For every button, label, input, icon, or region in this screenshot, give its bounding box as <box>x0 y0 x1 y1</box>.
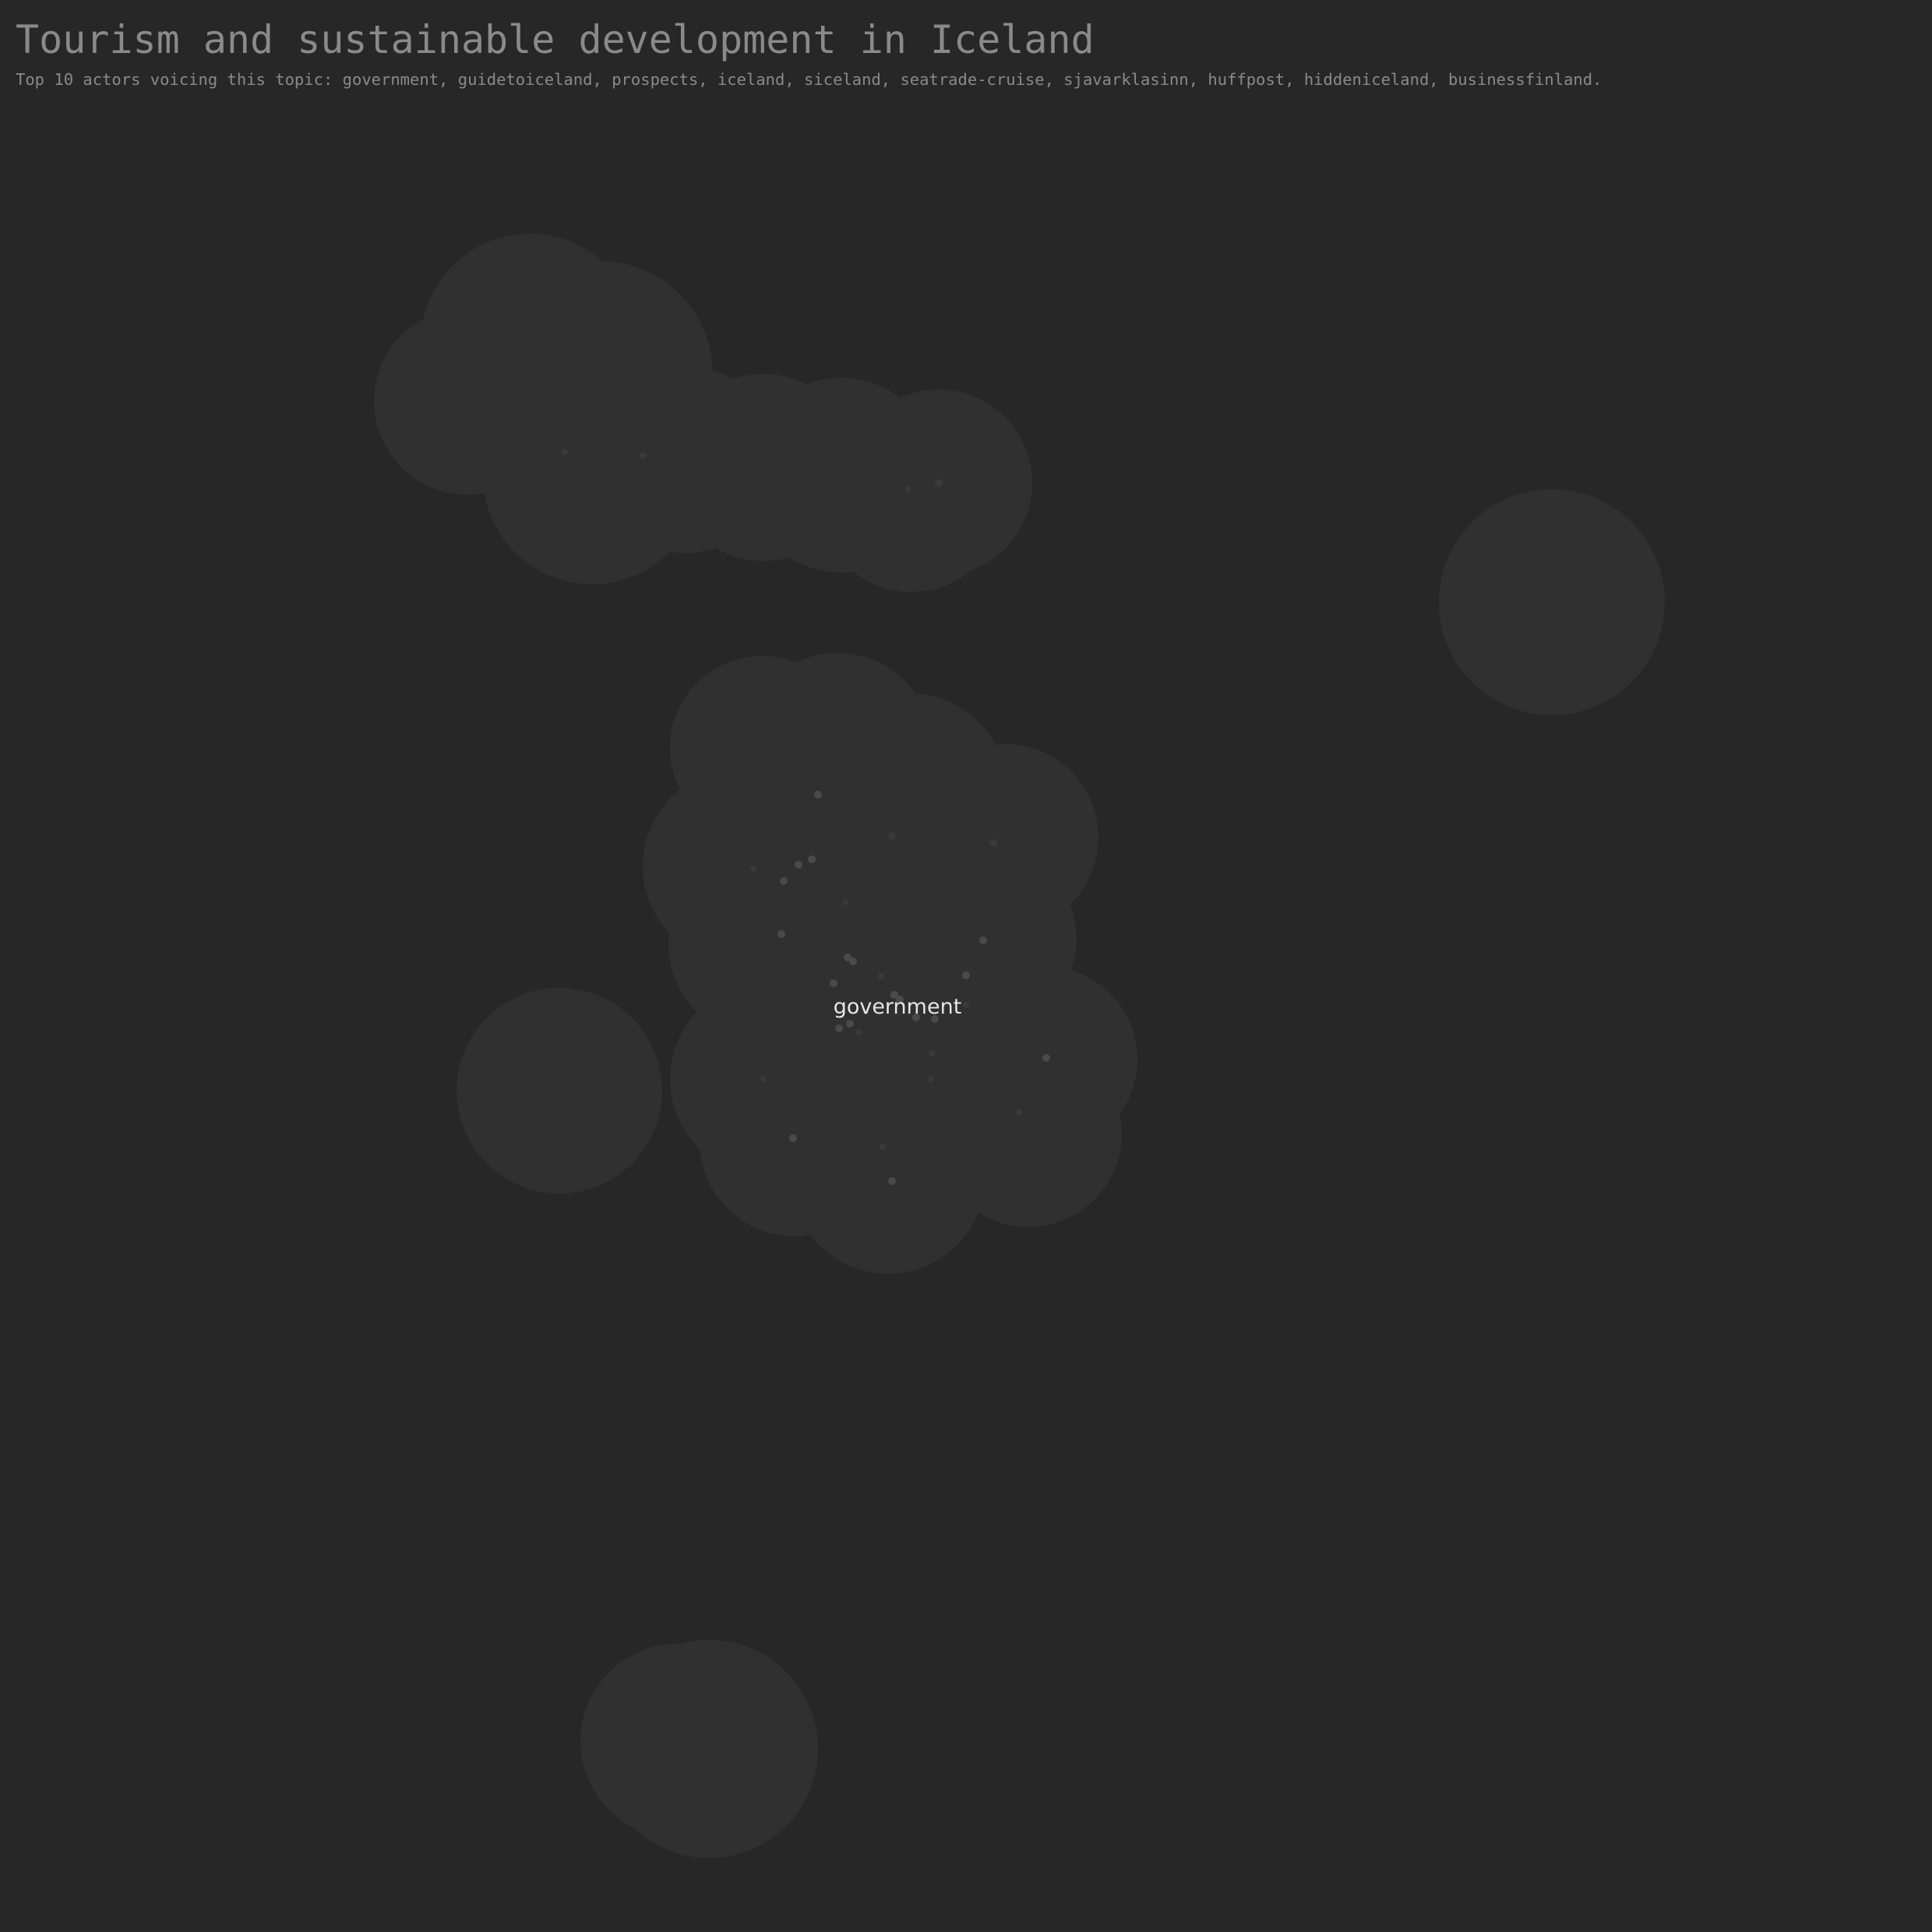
actor-node[interactable] <box>890 991 898 999</box>
actor-node[interactable] <box>760 1076 767 1082</box>
actor-node[interactable] <box>1016 1109 1022 1116</box>
page-title: Tourism and sustainable development in I… <box>16 17 1095 62</box>
actor-node[interactable] <box>928 1076 934 1082</box>
actor-node[interactable] <box>855 1029 862 1035</box>
actor-node[interactable] <box>935 479 943 487</box>
actor-node[interactable] <box>830 979 837 987</box>
actor-node[interactable] <box>912 1014 920 1021</box>
actor-node[interactable] <box>880 1144 886 1150</box>
actor-node[interactable] <box>929 1050 935 1056</box>
actor-node[interactable] <box>1042 1054 1050 1062</box>
cluster-blob <box>600 1640 818 1858</box>
cluster-right <box>1439 489 1665 715</box>
actor-node[interactable] <box>963 1002 969 1008</box>
actor-node[interactable] <box>888 1177 896 1185</box>
actor-node[interactable] <box>888 832 896 840</box>
actor-node[interactable] <box>979 936 987 944</box>
top-actors-subtitle: Top 10 actors voicing this topic: govern… <box>16 70 1602 89</box>
actor-node[interactable] <box>780 877 788 885</box>
actor-node[interactable] <box>844 954 851 961</box>
actor-node[interactable] <box>808 855 816 863</box>
cluster-left <box>457 988 662 1193</box>
actor-node[interactable] <box>962 971 970 979</box>
actor-node[interactable] <box>846 1020 854 1028</box>
cluster-blob <box>1439 489 1665 715</box>
actor-node[interactable] <box>989 839 997 847</box>
actor-node[interactable] <box>777 930 785 938</box>
cluster-bottom <box>580 1640 818 1858</box>
actor-node[interactable] <box>878 973 884 979</box>
cluster-central: government <box>643 653 1137 1274</box>
actor-node[interactable] <box>835 1024 843 1032</box>
cluster-blob <box>457 988 662 1193</box>
actor-node[interactable] <box>795 861 802 869</box>
actor-node[interactable] <box>931 1015 939 1023</box>
actor-node[interactable] <box>814 791 822 799</box>
government-label[interactable]: government <box>834 995 962 1019</box>
actor-node[interactable] <box>842 899 848 905</box>
cluster-top-left <box>374 234 1032 592</box>
actor-node[interactable] <box>789 1134 797 1142</box>
actor-node[interactable] <box>640 453 646 459</box>
actor-node[interactable] <box>750 866 756 872</box>
actor-node[interactable] <box>849 957 857 965</box>
cluster-blob <box>740 904 1021 1184</box>
actor-node[interactable] <box>896 996 904 1003</box>
cluster-blob <box>876 390 1001 514</box>
actor-node[interactable] <box>904 486 911 492</box>
actor-node[interactable] <box>562 449 568 455</box>
